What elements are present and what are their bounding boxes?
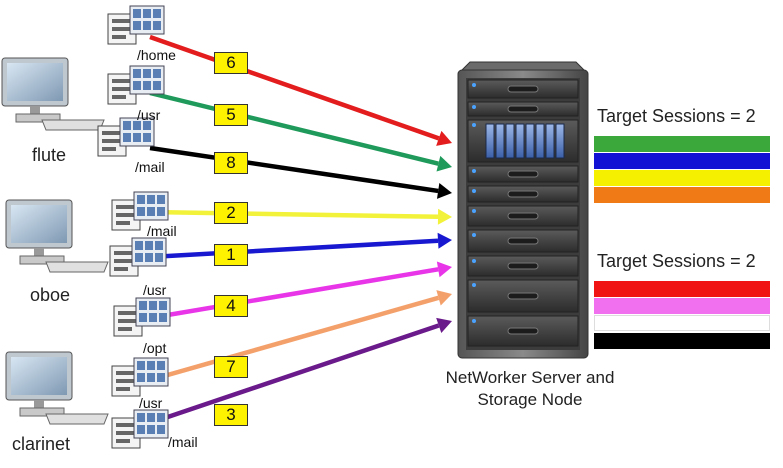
server-caption-line1: NetWorker Server and	[445, 368, 615, 387]
path-label: /mail	[135, 159, 165, 175]
file-system-icon	[111, 191, 169, 231]
stream-arrowhead	[436, 261, 452, 278]
session-badge: 4	[214, 295, 248, 317]
session-bar	[594, 187, 770, 203]
desktop-computer-icon	[5, 199, 109, 273]
session-streams	[149, 34, 452, 426]
file-system-icon	[107, 5, 165, 45]
path-label: /mail	[147, 223, 177, 239]
desktop-computer-icon	[1, 57, 105, 131]
host-label-oboe: oboe	[30, 285, 71, 305]
stream-arrow	[149, 295, 440, 383]
session-bar	[594, 298, 770, 314]
path-label: /home	[137, 47, 176, 63]
stream-arrow	[149, 209, 439, 220]
stream-arrowhead	[436, 290, 452, 306]
file-system-icon	[97, 117, 155, 157]
stream-arrowhead	[437, 232, 452, 249]
stream-arrowhead	[436, 130, 452, 146]
server-rack-icon	[457, 61, 589, 359]
session-bar	[594, 315, 770, 331]
stream-arrow	[149, 267, 439, 321]
session-bar	[594, 333, 770, 349]
stream-arrowhead	[436, 183, 452, 199]
path-label: /mail	[168, 434, 198, 450]
session-badge: 5	[214, 104, 248, 126]
stream-arrowhead	[436, 317, 452, 334]
stream-arrow	[149, 34, 440, 141]
session-badge: 3	[214, 404, 248, 426]
stream-arrowhead	[437, 208, 452, 225]
file-system-icon	[111, 357, 169, 397]
stream-arrow	[149, 145, 439, 194]
session-badge: 8	[214, 152, 248, 174]
stream-arrow	[149, 323, 440, 426]
file-system-icon	[107, 65, 165, 105]
host-label-flute: flute	[32, 145, 67, 165]
session-bar	[594, 170, 770, 186]
session-bar	[594, 153, 770, 169]
target-sessions-label: Target Sessions = 2	[597, 251, 756, 271]
session-bar	[594, 281, 770, 297]
file-system-icon	[109, 237, 167, 277]
session-badge: 1	[214, 244, 248, 266]
target-sessions-label: Target Sessions = 2	[597, 106, 756, 126]
server-caption-line2: Storage Node	[477, 390, 583, 409]
desktop-computer-icon	[5, 351, 109, 425]
host-label-clarinet: clarinet	[12, 434, 71, 454]
session-badge: 2	[214, 202, 248, 224]
stream-arrow	[149, 238, 439, 260]
file-system-icon	[111, 409, 169, 449]
file-system-icon	[113, 297, 171, 337]
session-badge: 6	[214, 52, 248, 74]
session-badge: 7	[214, 356, 248, 378]
file-system-icons	[97, 5, 171, 449]
path-label: /usr	[143, 282, 167, 298]
path-label: /opt	[143, 340, 167, 356]
path-label: /usr	[139, 395, 163, 411]
stream-arrow	[149, 90, 439, 166]
stream-arrowhead	[436, 155, 452, 172]
path-label: /usr	[137, 107, 161, 123]
session-bar	[594, 136, 770, 152]
